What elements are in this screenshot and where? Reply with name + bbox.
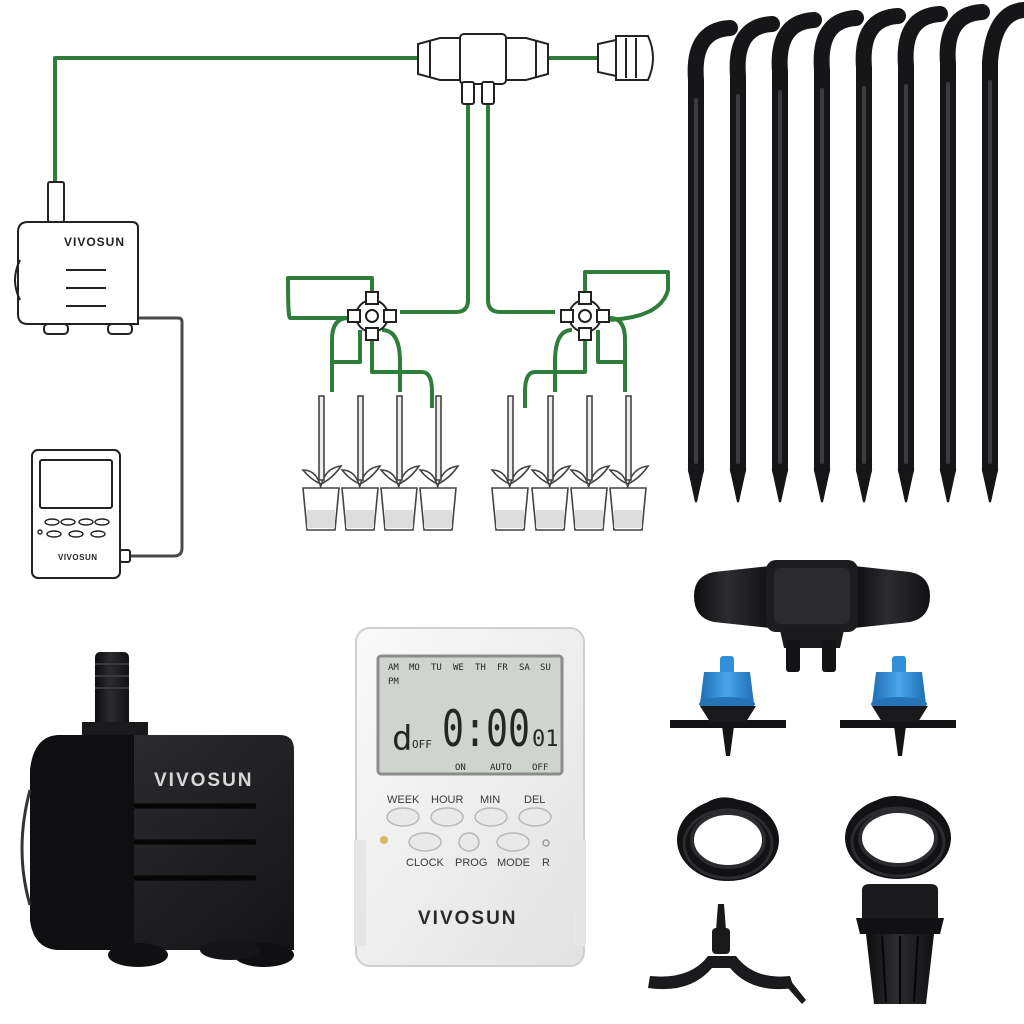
timer-led (380, 836, 388, 844)
timer-button-labels: WEEK HOUR MIN DEL CLOCK PROG MODE R (387, 794, 550, 869)
potted-plant-icon (608, 395, 650, 531)
tee-connector-icon (694, 560, 930, 672)
button-week-key[interactable] (386, 807, 420, 827)
label-clock: CLOCK (406, 857, 445, 869)
potted-plant-icon (418, 395, 460, 531)
label-mode: MODE (497, 857, 530, 869)
button-reset-key[interactable] (542, 839, 550, 847)
potted-plant-icon-group (301, 395, 650, 531)
potted-plant-icon (379, 395, 421, 531)
drip-stake-icon (897, 6, 948, 503)
potted-plant-icon (301, 395, 343, 531)
drip-stake-icon (771, 12, 822, 503)
pump-outline-brand: VIVOSUN (64, 235, 125, 249)
coiled-tubing-icon (845, 796, 951, 879)
label-hour: HOUR (431, 794, 463, 806)
lcd-day-sa: SA (519, 663, 530, 673)
lcd-status-off: OFF (532, 763, 548, 773)
lcd-day-tu: TU (431, 663, 442, 673)
submersible-pump-icon (20, 652, 294, 967)
potted-plant-icon (340, 395, 382, 531)
lcd-day-we: WE (453, 663, 464, 673)
digital-timer-outline-icon (31, 449, 131, 579)
lcd-pm: PM (388, 677, 399, 687)
button-clock-key[interactable] (408, 832, 442, 852)
adjustable-dripper-icon (840, 656, 956, 756)
potted-plant-icon (530, 395, 572, 531)
label-del: DEL (524, 794, 545, 806)
diagram-end-plug (597, 35, 654, 81)
diagram-manifold-left (347, 291, 397, 341)
timer-outline-brand: VIVOSUN (58, 553, 98, 562)
label-prog: PROG (455, 857, 487, 869)
end-plug-icon (856, 884, 944, 1004)
diagram-tee-connector (417, 33, 549, 105)
digital-timer-icon (354, 627, 586, 967)
drip-stake-icon (855, 8, 906, 503)
coiled-tubing-icon (677, 797, 779, 881)
diagram-tubing (53, 56, 670, 408)
button-prog-key[interactable] (458, 832, 480, 852)
drip-stake-icon (939, 4, 990, 503)
lcd-off-small: OFF (412, 738, 432, 751)
drip-stake-icon (813, 10, 864, 503)
button-del-key[interactable] (518, 807, 552, 827)
potted-plant-icon (569, 395, 611, 531)
lcd-day-th: TH (475, 663, 486, 673)
timer-brand-logo: VIVOSUN (418, 908, 518, 929)
label-reset: R (542, 857, 550, 869)
timer-lcd (376, 654, 564, 776)
label-min: MIN (480, 794, 500, 806)
lcd-status-on: ON (455, 763, 466, 773)
diagram-manifold-right (560, 291, 610, 341)
lcd-time: 0:00 (442, 700, 530, 758)
lcd-program-number: 01 (532, 727, 559, 752)
drip-stake-icon (981, 2, 1024, 503)
drip-stake-icon (687, 20, 738, 503)
lcd-day-glyph: d (392, 719, 412, 759)
drip-stake-icon-group (687, 2, 1024, 503)
lcd-day-mo: MO (409, 663, 420, 673)
button-hour-key[interactable] (430, 807, 464, 827)
pump-brand-logo: VIVOSUN (154, 770, 254, 791)
water-pump-outline-icon (14, 181, 139, 335)
lcd-status-auto: AUTO (490, 763, 512, 773)
timer-lcd-text: AM PM MO TU WE TH FR SA SU d OFF 0:00 01… (388, 663, 559, 773)
drip-stake-icon (729, 16, 780, 503)
diagram-power-cable (122, 316, 184, 558)
lcd-day-su: SU (540, 663, 551, 673)
button-mode-key[interactable] (496, 832, 530, 852)
button-min-key[interactable] (474, 807, 508, 827)
potted-plant-icon (490, 395, 532, 531)
hole-punch-tool-icon (648, 904, 806, 1004)
lcd-day-fr: FR (497, 663, 508, 673)
lcd-am: AM (388, 663, 399, 673)
label-week: WEEK (387, 794, 420, 806)
adjustable-dripper-icon (670, 656, 786, 756)
